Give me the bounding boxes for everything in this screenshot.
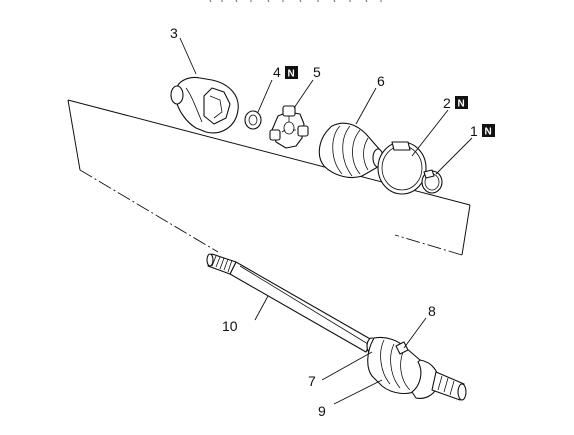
boot-band-small bbox=[421, 169, 443, 194]
drive-shaft bbox=[206, 253, 373, 353]
callout-4: 4 bbox=[273, 64, 281, 80]
new-part-badge-2 bbox=[455, 96, 468, 109]
callout-8: 8 bbox=[428, 303, 436, 319]
callout-9: 9 bbox=[318, 403, 326, 419]
joint-housing bbox=[170, 76, 239, 134]
boot-band-large bbox=[377, 141, 427, 195]
outer-joint-assembly bbox=[366, 336, 467, 401]
callout-6: 6 bbox=[377, 73, 385, 89]
callout-10: 10 bbox=[222, 318, 238, 334]
new-part-badge-1 bbox=[482, 124, 495, 137]
new-part-badge-1-label: N bbox=[485, 127, 492, 138]
callout-3: 3 bbox=[170, 25, 178, 41]
cutoff-text-fragment bbox=[209, 0, 382, 3]
callout-7: 7 bbox=[308, 373, 316, 389]
new-part-badge-4 bbox=[285, 66, 298, 79]
callout-1: 1 bbox=[470, 123, 478, 139]
tripod-spider bbox=[269, 105, 309, 149]
new-part-badge-2-label: N bbox=[458, 99, 465, 110]
callout-5: 5 bbox=[313, 64, 321, 80]
new-part-badge-4-label: N bbox=[288, 69, 295, 80]
leader-lines bbox=[179, 37, 473, 405]
callout-2: 2 bbox=[443, 95, 451, 111]
joint-boot bbox=[318, 122, 384, 179]
retaining-ring bbox=[244, 110, 262, 130]
